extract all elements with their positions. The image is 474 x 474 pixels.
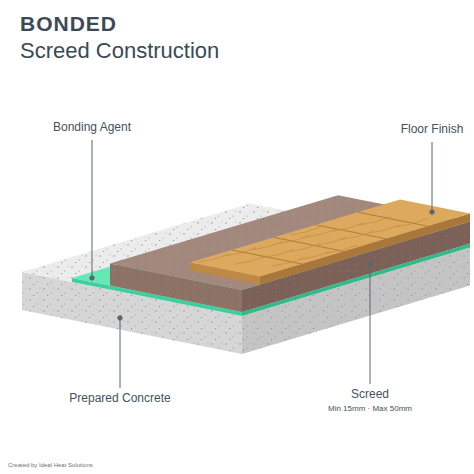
leader-line: [432, 142, 433, 212]
leader-dot: [368, 262, 372, 266]
wood-grain: [315, 237, 347, 246]
wood-grain: [272, 257, 304, 266]
wood-grain: [395, 219, 427, 228]
wood-grain: [262, 249, 294, 258]
leader-dot: [430, 210, 434, 214]
wood-grain: [368, 225, 400, 234]
wood-grain: [305, 229, 337, 238]
wood-grain: [225, 247, 257, 256]
wood-grain: [332, 223, 364, 232]
wood-grain: [290, 226, 322, 235]
wood-grain: [342, 231, 374, 240]
wood-grain: [325, 245, 357, 254]
credit-note: Created by Ideal Heat Solutions: [8, 462, 93, 469]
part-label: Screed: [351, 388, 389, 402]
wood-grain: [288, 243, 320, 252]
wood-grain: [299, 251, 331, 260]
wood-floor-finish: [190, 200, 470, 285]
dimension-label: Min 15mm · Max 50mm: [328, 404, 412, 413]
top-face: [190, 200, 470, 277]
screed-layer: [110, 195, 470, 312]
leader-line: [120, 318, 121, 388]
wood-grain: [278, 235, 310, 244]
plank-seam: [358, 212, 428, 226]
wood-grain: [198, 254, 230, 263]
plank-seam: [316, 225, 386, 239]
top-face: [110, 195, 470, 290]
subtitle: Screed Construction: [20, 38, 219, 63]
leader-dot: [90, 276, 94, 280]
part-label: Prepared Concrete: [69, 392, 170, 406]
wood-grain: [358, 217, 390, 226]
title: BONDED: [20, 12, 117, 36]
wood-grain: [235, 255, 267, 264]
part-label: Floor Finish: [401, 123, 464, 137]
texture: [110, 195, 470, 290]
leader-dot: [118, 316, 122, 320]
part-label: Bonding Agent: [53, 121, 131, 135]
leader-line: [370, 264, 371, 384]
leader-line: [92, 140, 93, 278]
wood-grain: [251, 241, 283, 250]
plank-seam: [274, 237, 344, 251]
